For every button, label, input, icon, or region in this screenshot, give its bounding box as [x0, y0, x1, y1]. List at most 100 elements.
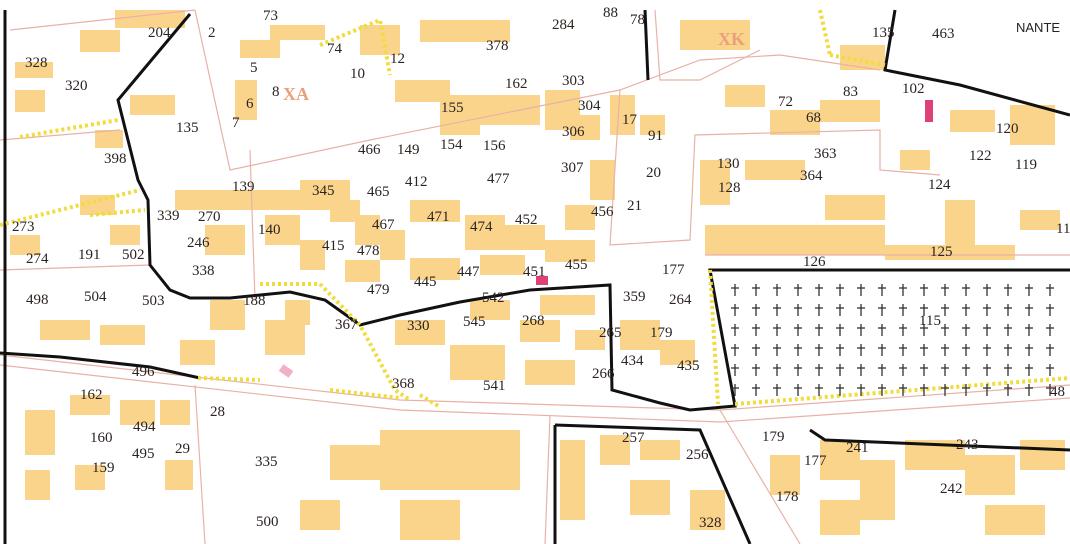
parcel-number-label: 149: [397, 142, 420, 158]
parcel-highlight: [278, 364, 294, 378]
cemetery-cross-icon: [920, 304, 928, 316]
parcel-number-label: 545: [463, 314, 486, 330]
cemetery-cross-icon: [962, 364, 970, 376]
cemetery-cross-icon: [1004, 384, 1012, 396]
cemetery-cross-icon: [1004, 324, 1012, 336]
parcel-number-label: 178: [776, 489, 799, 505]
cemetery-cross-icon: [899, 304, 907, 316]
parcel-number-label: 265: [599, 325, 622, 341]
parcel-number-label: 17: [622, 112, 638, 128]
cemetery-cross-icon: [941, 284, 949, 296]
parcel-number-label: 345: [312, 183, 335, 199]
cemetery-cross-icon: [983, 384, 991, 396]
cemetery-cross-icon: [773, 324, 781, 336]
parcel-number-label: 328: [25, 55, 48, 71]
parcel-number-label: 102: [902, 81, 925, 97]
parcel-number-label: 177: [662, 262, 685, 278]
parcel-number-label: 72: [778, 94, 793, 110]
cemetery-cross-icon: [1046, 344, 1054, 356]
parcel-number-label: 363: [814, 146, 837, 162]
cemetery-cross-icon: [1004, 304, 1012, 316]
parcel-number-label: 204: [148, 25, 171, 41]
parcel-number-label: 364: [800, 168, 823, 184]
cemetery-cross-icon: [1046, 304, 1054, 316]
cemetery-cross-icon: [857, 344, 865, 356]
parcel-number-label: 68: [806, 110, 821, 126]
parcel-number-label: 188: [243, 293, 266, 309]
cemetery-cross-icon: [752, 344, 760, 356]
cemetery-cross-icon: [1004, 344, 1012, 356]
cemetery-cross-icon: [878, 304, 886, 316]
parcel-number-label: 128: [718, 180, 741, 196]
cemetery-cross-icon: [962, 384, 970, 396]
parcel-number-label: 328: [699, 515, 722, 531]
parcel-highlight: [536, 276, 548, 285]
parcel-number-label: 159: [92, 460, 115, 476]
parcel-number-label: 338: [192, 263, 215, 279]
parcel-number-label: 335: [255, 454, 278, 470]
parcel-number-label: 503: [142, 293, 165, 309]
cemetery-cross-icons: [731, 284, 1054, 396]
parcel-number-label: 156: [483, 138, 506, 154]
parcel-number-label: 542: [482, 290, 505, 306]
parcel-number-label: 541: [483, 378, 506, 394]
cemetery-cross-icon: [878, 364, 886, 376]
cemetery-cross-icon: [899, 284, 907, 296]
cemetery-cross-icon: [1025, 344, 1033, 356]
parcel-number-label: 455: [565, 257, 588, 273]
parcel-number-label: 415: [322, 238, 345, 254]
parcel-number-label: 256: [686, 447, 709, 463]
cemetery-cross-icon: [794, 324, 802, 336]
parcel-number-label: 304: [578, 98, 601, 114]
cemetery-cross-icon: [962, 344, 970, 356]
parcel-number-label: 124: [928, 177, 951, 193]
parcel-number-label: 135: [872, 25, 895, 41]
cemetery-cross-icon: [878, 284, 886, 296]
parcel-number-label: 456: [591, 204, 614, 220]
parcel-number-label: 2: [208, 25, 216, 41]
parcel-number-label: 467: [372, 217, 395, 233]
cemetery-cross-icon: [731, 384, 739, 396]
parcel-number-label: 284: [552, 17, 575, 33]
parcel-number-label: 120: [996, 121, 1019, 137]
cemetery-cross-icon: [899, 344, 907, 356]
parcel-number-label: 504: [84, 289, 107, 305]
cemetery-cross-icon: [815, 344, 823, 356]
parcel-number-label: 179: [650, 325, 673, 341]
parcel-number-label: 125: [930, 244, 953, 260]
cemetery-cross-icon: [752, 304, 760, 316]
cemetery-cross-icon: [794, 384, 802, 396]
parcel-number-label: 241: [846, 440, 869, 456]
parcel-number-label: 8: [272, 84, 280, 100]
parcel-number-label: 498: [26, 292, 49, 308]
parcel-number-label: 140: [258, 222, 281, 238]
parcel-number-label: 177: [804, 453, 827, 469]
cemetery-cross-icon: [752, 324, 760, 336]
parcel-number-label: 83: [843, 84, 858, 100]
parcel-number-label: 478: [357, 243, 380, 259]
section-code: XA: [283, 84, 309, 104]
parcel-highlight: [925, 100, 933, 122]
parcel-number-label: 270: [198, 209, 221, 225]
cemetery-cross-icon: [731, 364, 739, 376]
cemetery-cross-icon: [815, 304, 823, 316]
parcel-number-label: 10: [350, 66, 365, 82]
cemetery-cross-icon: [857, 304, 865, 316]
cemetery-cross-icon: [878, 384, 886, 396]
cemetery-cross-icon: [983, 324, 991, 336]
cemetery-cross-icon: [815, 324, 823, 336]
parcel-number-label: 74: [327, 41, 343, 57]
parcel-number-label: 494: [133, 419, 156, 435]
cemetery-cross-icon: [773, 384, 781, 396]
parcel-number-label: 28: [210, 404, 225, 420]
cemetery-cross-icon: [1046, 284, 1054, 296]
parcel-number-label: 126: [803, 254, 826, 270]
cemetery-cross-icon: [836, 384, 844, 396]
parcel-number-label: 306: [562, 124, 585, 140]
cemetery-cross-icon: [1025, 284, 1033, 296]
cemetery-cross-icon: [1025, 384, 1033, 396]
cemetery-cross-icon: [983, 304, 991, 316]
